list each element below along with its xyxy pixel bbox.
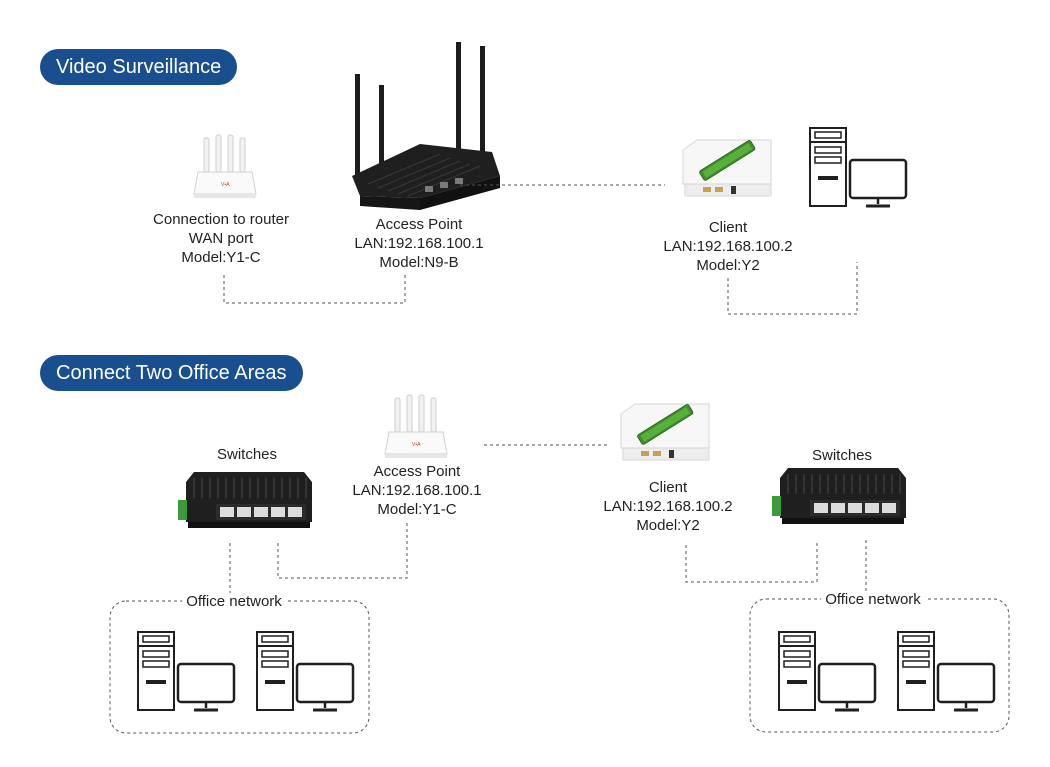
office-access-point-label-line: Model:Y1-C [377, 501, 457, 518]
office-client-label-line: Model:Y2 [636, 517, 700, 534]
link-router-to-ap [223, 275, 406, 304]
link-client-to-right-switch [685, 540, 818, 583]
computer-icon [255, 630, 355, 712]
access-point-y1c-device [384, 394, 448, 459]
link-left-switch-to-ap [277, 520, 408, 579]
router-label: Connection to router WAN port Model:Y1-C [153, 210, 289, 267]
link-client-to-pc [727, 262, 858, 315]
computer-icon [808, 126, 908, 208]
router-y1c-device [193, 134, 257, 199]
router-label-line: WAN port [188, 230, 254, 247]
left-office-network-label: Office network [182, 593, 286, 611]
client-y2-office-device [620, 403, 710, 461]
right-switch-device [771, 467, 907, 525]
access-point-label-line: LAN:192.168.100.1 [354, 235, 484, 252]
client-label: Client LAN:192.168.100.2 Model:Y2 [663, 218, 792, 275]
left-switch-device [177, 471, 313, 529]
right-switch-label: Switches [811, 447, 873, 464]
access-point-n9b-device [352, 42, 500, 210]
computer-icon [136, 630, 236, 712]
left-switch-label: Switches [216, 446, 278, 463]
computer-icon [777, 630, 877, 712]
left-office-network-box [109, 600, 370, 734]
section-title-video-surveillance: Video Surveillance [40, 49, 238, 85]
client-label-line: Model:Y2 [696, 257, 760, 274]
office-client-label: Client LAN:192.168.100.2 Model:Y2 [603, 478, 732, 535]
client-y2-device [682, 139, 772, 197]
section-title-connect-office-areas: Connect Two Office Areas [40, 355, 303, 391]
client-label-line: LAN:192.168.100.2 [663, 238, 793, 255]
client-label-line: Client [708, 219, 748, 236]
access-point-label: Access Point LAN:192.168.100.1 Model:N9-… [354, 215, 483, 272]
right-office-network-box [749, 598, 1010, 733]
computer-icon [896, 630, 996, 712]
access-point-label-line: Model:N9-B [379, 254, 459, 271]
office-access-point-label: Access Point LAN:192.168.100.1 Model:Y1-… [352, 462, 481, 519]
right-office-network-label: Office network [821, 591, 925, 609]
office-access-point-label-line: Access Point [373, 463, 461, 480]
office-client-label-line: LAN:192.168.100.2 [603, 498, 733, 515]
router-label-line: Model:Y1-C [181, 249, 261, 266]
office-client-label-line: Client [648, 479, 688, 496]
access-point-label-line: Access Point [375, 216, 463, 233]
router-label-line: Connection to router [153, 211, 289, 228]
office-access-point-label-line: LAN:192.168.100.1 [352, 482, 482, 499]
